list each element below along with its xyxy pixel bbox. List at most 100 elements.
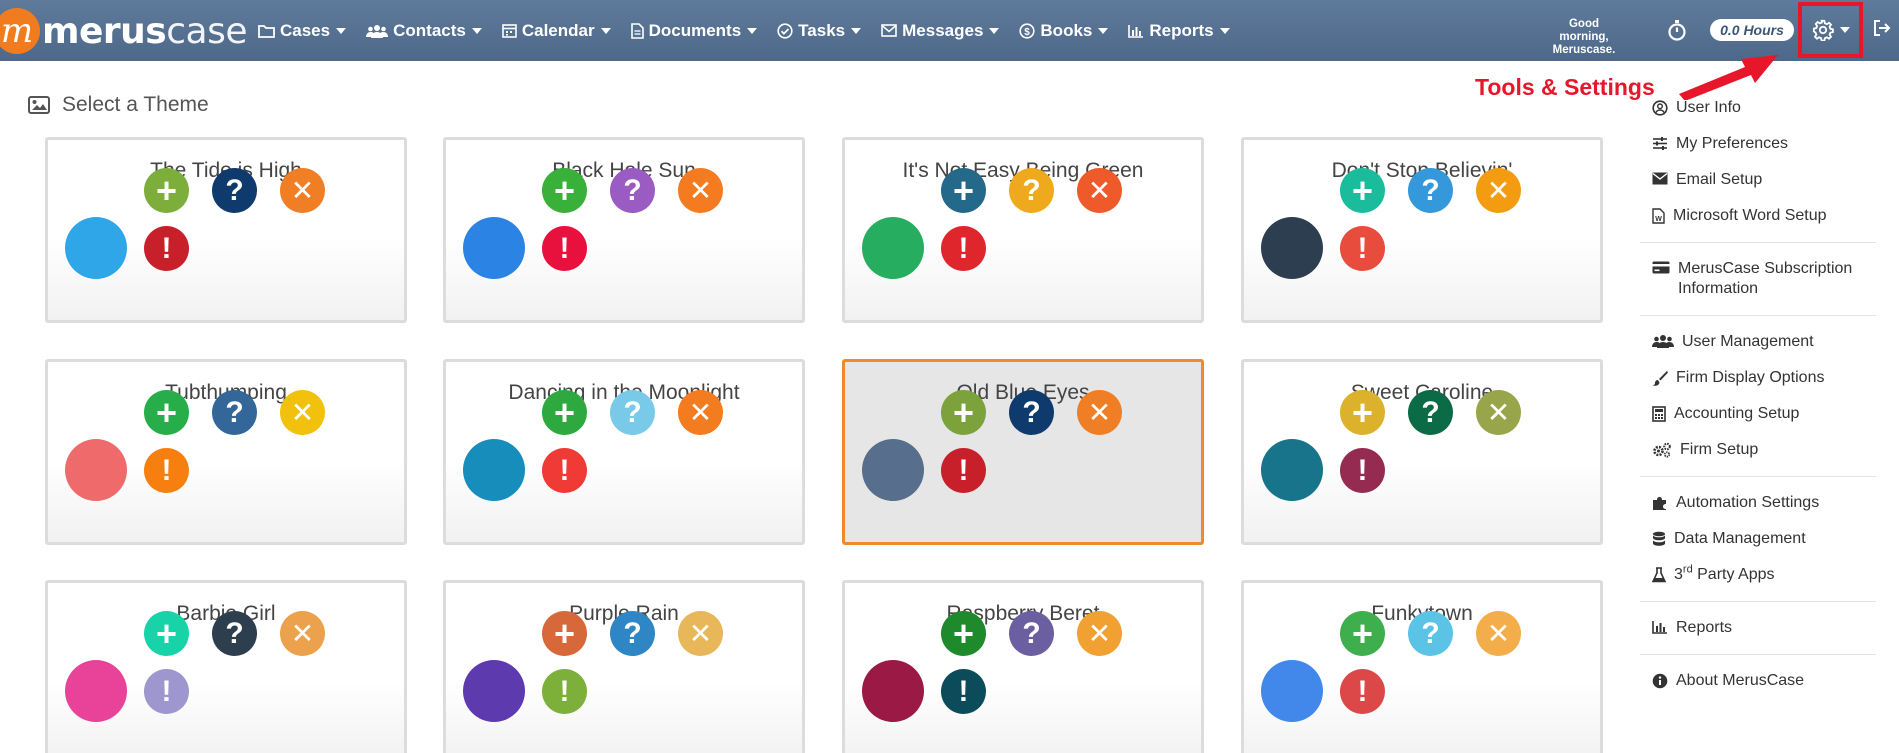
question-icon: ?	[212, 168, 257, 213]
nav-item-tasks[interactable]: Tasks	[777, 21, 862, 41]
info-circle-icon	[1652, 671, 1676, 689]
puzzle-icon	[1652, 493, 1676, 511]
exclamation-icon-glyph: !	[958, 454, 969, 487]
exclamation-icon: !	[144, 448, 189, 493]
dollar-circle-icon: $	[1019, 22, 1040, 39]
theme-card-funkytown[interactable]: Funkytown+?✕!	[1241, 580, 1603, 753]
theme-card-black-hole-sun[interactable]: Black Hole Sun+?✕!	[443, 137, 805, 323]
logo-text-merus: merus	[42, 10, 167, 52]
greeting-line-1: Good morning,	[1559, 18, 1609, 43]
tools-settings-button[interactable]	[1798, 2, 1863, 58]
theme-swatch	[1261, 217, 1323, 279]
menu-item-label: Automation Settings	[1676, 494, 1820, 511]
plus-icon: +	[144, 390, 189, 435]
menu-item-reports[interactable]: Reports	[1640, 610, 1876, 646]
plus-icon: +	[1340, 390, 1385, 435]
chevron-down-icon	[1098, 27, 1109, 34]
tools-settings-annotation: Tools & Settings	[1475, 74, 1655, 100]
svg-text:W: W	[1655, 216, 1662, 223]
theme-card-old-blue-eyes[interactable]: Old Blue Eyes+?✕!	[842, 359, 1204, 545]
menu-item-my-preferences[interactable]: My Preferences	[1640, 126, 1876, 162]
question-icon-glyph: ?	[1421, 617, 1440, 650]
theme-card-the-tide-is-high[interactable]: The Tide is High+?✕!	[45, 137, 407, 323]
theme-swatch	[1261, 660, 1323, 722]
logo-text-case: case	[166, 10, 248, 52]
close-icon: ✕	[280, 168, 325, 213]
nav-item-documents[interactable]: Documents	[630, 21, 758, 41]
logout-icon[interactable]	[1872, 18, 1892, 43]
theme-card-don-t-stop-believin[interactable]: Don't Stop Believin'+?✕!	[1241, 137, 1603, 323]
main-nav: Cases Contacts Calendar Documents Tasks Messa…	[258, 0, 1250, 61]
close-icon: ✕	[678, 611, 723, 656]
nav-item-calendar[interactable]: Calendar	[502, 21, 611, 41]
flask-icon	[1652, 565, 1674, 583]
paintbrush-icon	[1652, 368, 1676, 386]
plus-icon-glyph: +	[1351, 170, 1374, 211]
theme-card-it-s-not-easy-being-green[interactable]: It's Not Easy Being Green+?✕!	[842, 137, 1204, 323]
menu-item-meruscase-subscription-information[interactable]: MerusCase Subscription Information	[1640, 251, 1876, 307]
exclamation-icon: !	[1340, 669, 1385, 714]
nav-item-contacts[interactable]: Contacts	[366, 21, 482, 41]
nav-item-books[interactable]: $Books	[1019, 20, 1109, 41]
chevron-down-icon	[989, 27, 1000, 34]
question-icon-glyph: ?	[623, 396, 642, 429]
menu-item-label: Microsoft Word Setup	[1673, 207, 1827, 224]
menu-item-email-setup[interactable]: Email Setup	[1640, 162, 1876, 198]
theme-card-tubthumping[interactable]: Tubthumping+?✕!	[45, 359, 407, 545]
check-circle-icon	[777, 22, 798, 39]
menu-item-label: My Preferences	[1676, 135, 1789, 152]
nav-item-cases[interactable]: Cases	[258, 21, 347, 41]
plus-icon: +	[144, 611, 189, 656]
plus-icon: +	[1340, 168, 1385, 213]
menu-item-label: Accounting Setup	[1674, 405, 1800, 422]
menu-item-firm-setup[interactable]: Firm Setup	[1640, 432, 1876, 468]
menu-item-user-info[interactable]: User Info	[1640, 90, 1876, 126]
close-icon-glyph: ✕	[1486, 618, 1511, 649]
theme-card-purple-rain[interactable]: Purple Rain+?✕!	[443, 580, 805, 753]
menu-item-user-management[interactable]: User Management	[1640, 324, 1876, 360]
question-icon: ?	[610, 390, 655, 435]
chevron-down-icon	[336, 27, 347, 34]
exclamation-icon: !	[941, 448, 986, 493]
exclamation-icon: !	[542, 226, 587, 271]
meruscase-logo[interactable]: m meruscase	[0, 6, 248, 56]
menu-item-about-meruscase[interactable]: About MerusCase	[1640, 663, 1876, 699]
close-icon: ✕	[1077, 611, 1122, 656]
menu-item-microsoft-word-setup[interactable]: W Microsoft Word Setup	[1640, 198, 1876, 234]
theme-swatch	[1261, 439, 1323, 501]
theme-card-dancing-in-the-moonlight[interactable]: Dancing in the Moonlight+?✕!	[443, 359, 805, 545]
close-icon-glyph: ✕	[1486, 397, 1511, 428]
nav-item-label: Books	[1040, 20, 1093, 40]
question-icon: ?	[1408, 390, 1453, 435]
nav-item-messages[interactable]: Messages	[881, 21, 1000, 41]
hours-badge[interactable]: 0.0 Hours	[1710, 19, 1794, 41]
menu-item-firm-display-options[interactable]: Firm Display Options	[1640, 360, 1876, 396]
nav-item-reports[interactable]: Reports	[1128, 21, 1230, 41]
theme-card-barbie-girl[interactable]: Barbie Girl+?✕!	[45, 580, 407, 753]
plus-icon-glyph: +	[952, 613, 975, 654]
user-circle-icon	[1652, 98, 1676, 116]
theme-card-raspberry-beret[interactable]: Raspberry Beret+?✕!	[842, 580, 1204, 753]
word-file-icon: W	[1652, 206, 1673, 224]
plus-icon-glyph: +	[952, 392, 975, 433]
close-icon-glyph: ✕	[688, 618, 713, 649]
gears-icon	[1652, 440, 1680, 458]
theme-card-sweet-caroline[interactable]: Sweet Caroline+?✕!	[1241, 359, 1603, 545]
menu-item-3rd-party-apps[interactable]: 3rd Party Apps	[1640, 557, 1876, 593]
page-title: Select a Theme	[28, 93, 209, 117]
menu-item-data-management[interactable]: Data Management	[1640, 521, 1876, 557]
menu-item-automation-settings[interactable]: Automation Settings	[1640, 485, 1876, 521]
theme-swatch	[862, 439, 924, 501]
plus-icon-glyph: +	[155, 392, 178, 433]
menu-item-accounting-setup[interactable]: Accounting Setup	[1640, 396, 1876, 432]
question-icon-glyph: ?	[623, 174, 642, 207]
theme-swatch	[65, 439, 127, 501]
close-icon: ✕	[678, 168, 723, 213]
greeting: Good morning, Meruscase.	[1543, 18, 1625, 57]
close-icon: ✕	[280, 611, 325, 656]
stopwatch-icon[interactable]	[1667, 19, 1687, 46]
question-icon-glyph: ?	[225, 617, 244, 650]
bar-chart-icon	[1652, 618, 1676, 634]
document-icon	[630, 22, 649, 39]
close-icon: ✕	[678, 390, 723, 435]
